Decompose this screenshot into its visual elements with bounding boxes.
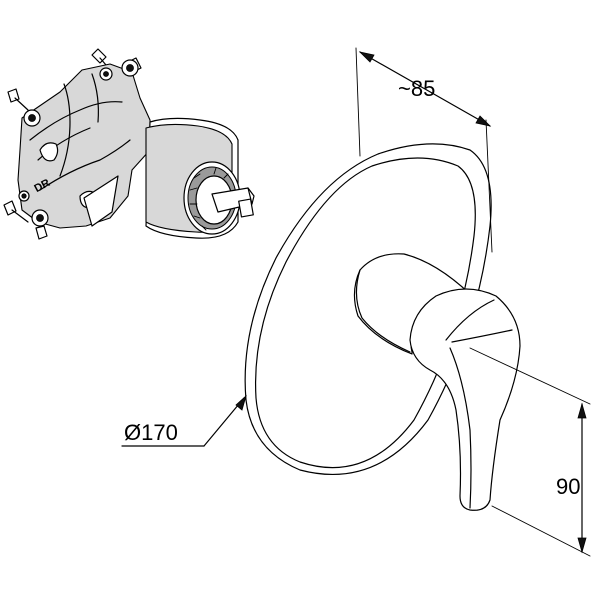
diameter-label: Ø170 bbox=[124, 420, 178, 445]
dimension-diameter: Ø170 bbox=[121, 394, 247, 447]
concealed-valve-body: DR bbox=[3, 48, 255, 240]
dimension-height: 90 bbox=[469, 347, 591, 557]
width-label: ~85 bbox=[398, 76, 435, 101]
dimension-width: ~85 bbox=[355, 47, 493, 253]
mounting-lugs bbox=[18, 59, 139, 227]
escutcheon-assembly bbox=[244, 143, 521, 511]
mixer-handle bbox=[353, 253, 521, 511]
valve-casting bbox=[17, 63, 151, 229]
height-label: 90 bbox=[556, 474, 580, 499]
cartridge bbox=[145, 117, 255, 239]
